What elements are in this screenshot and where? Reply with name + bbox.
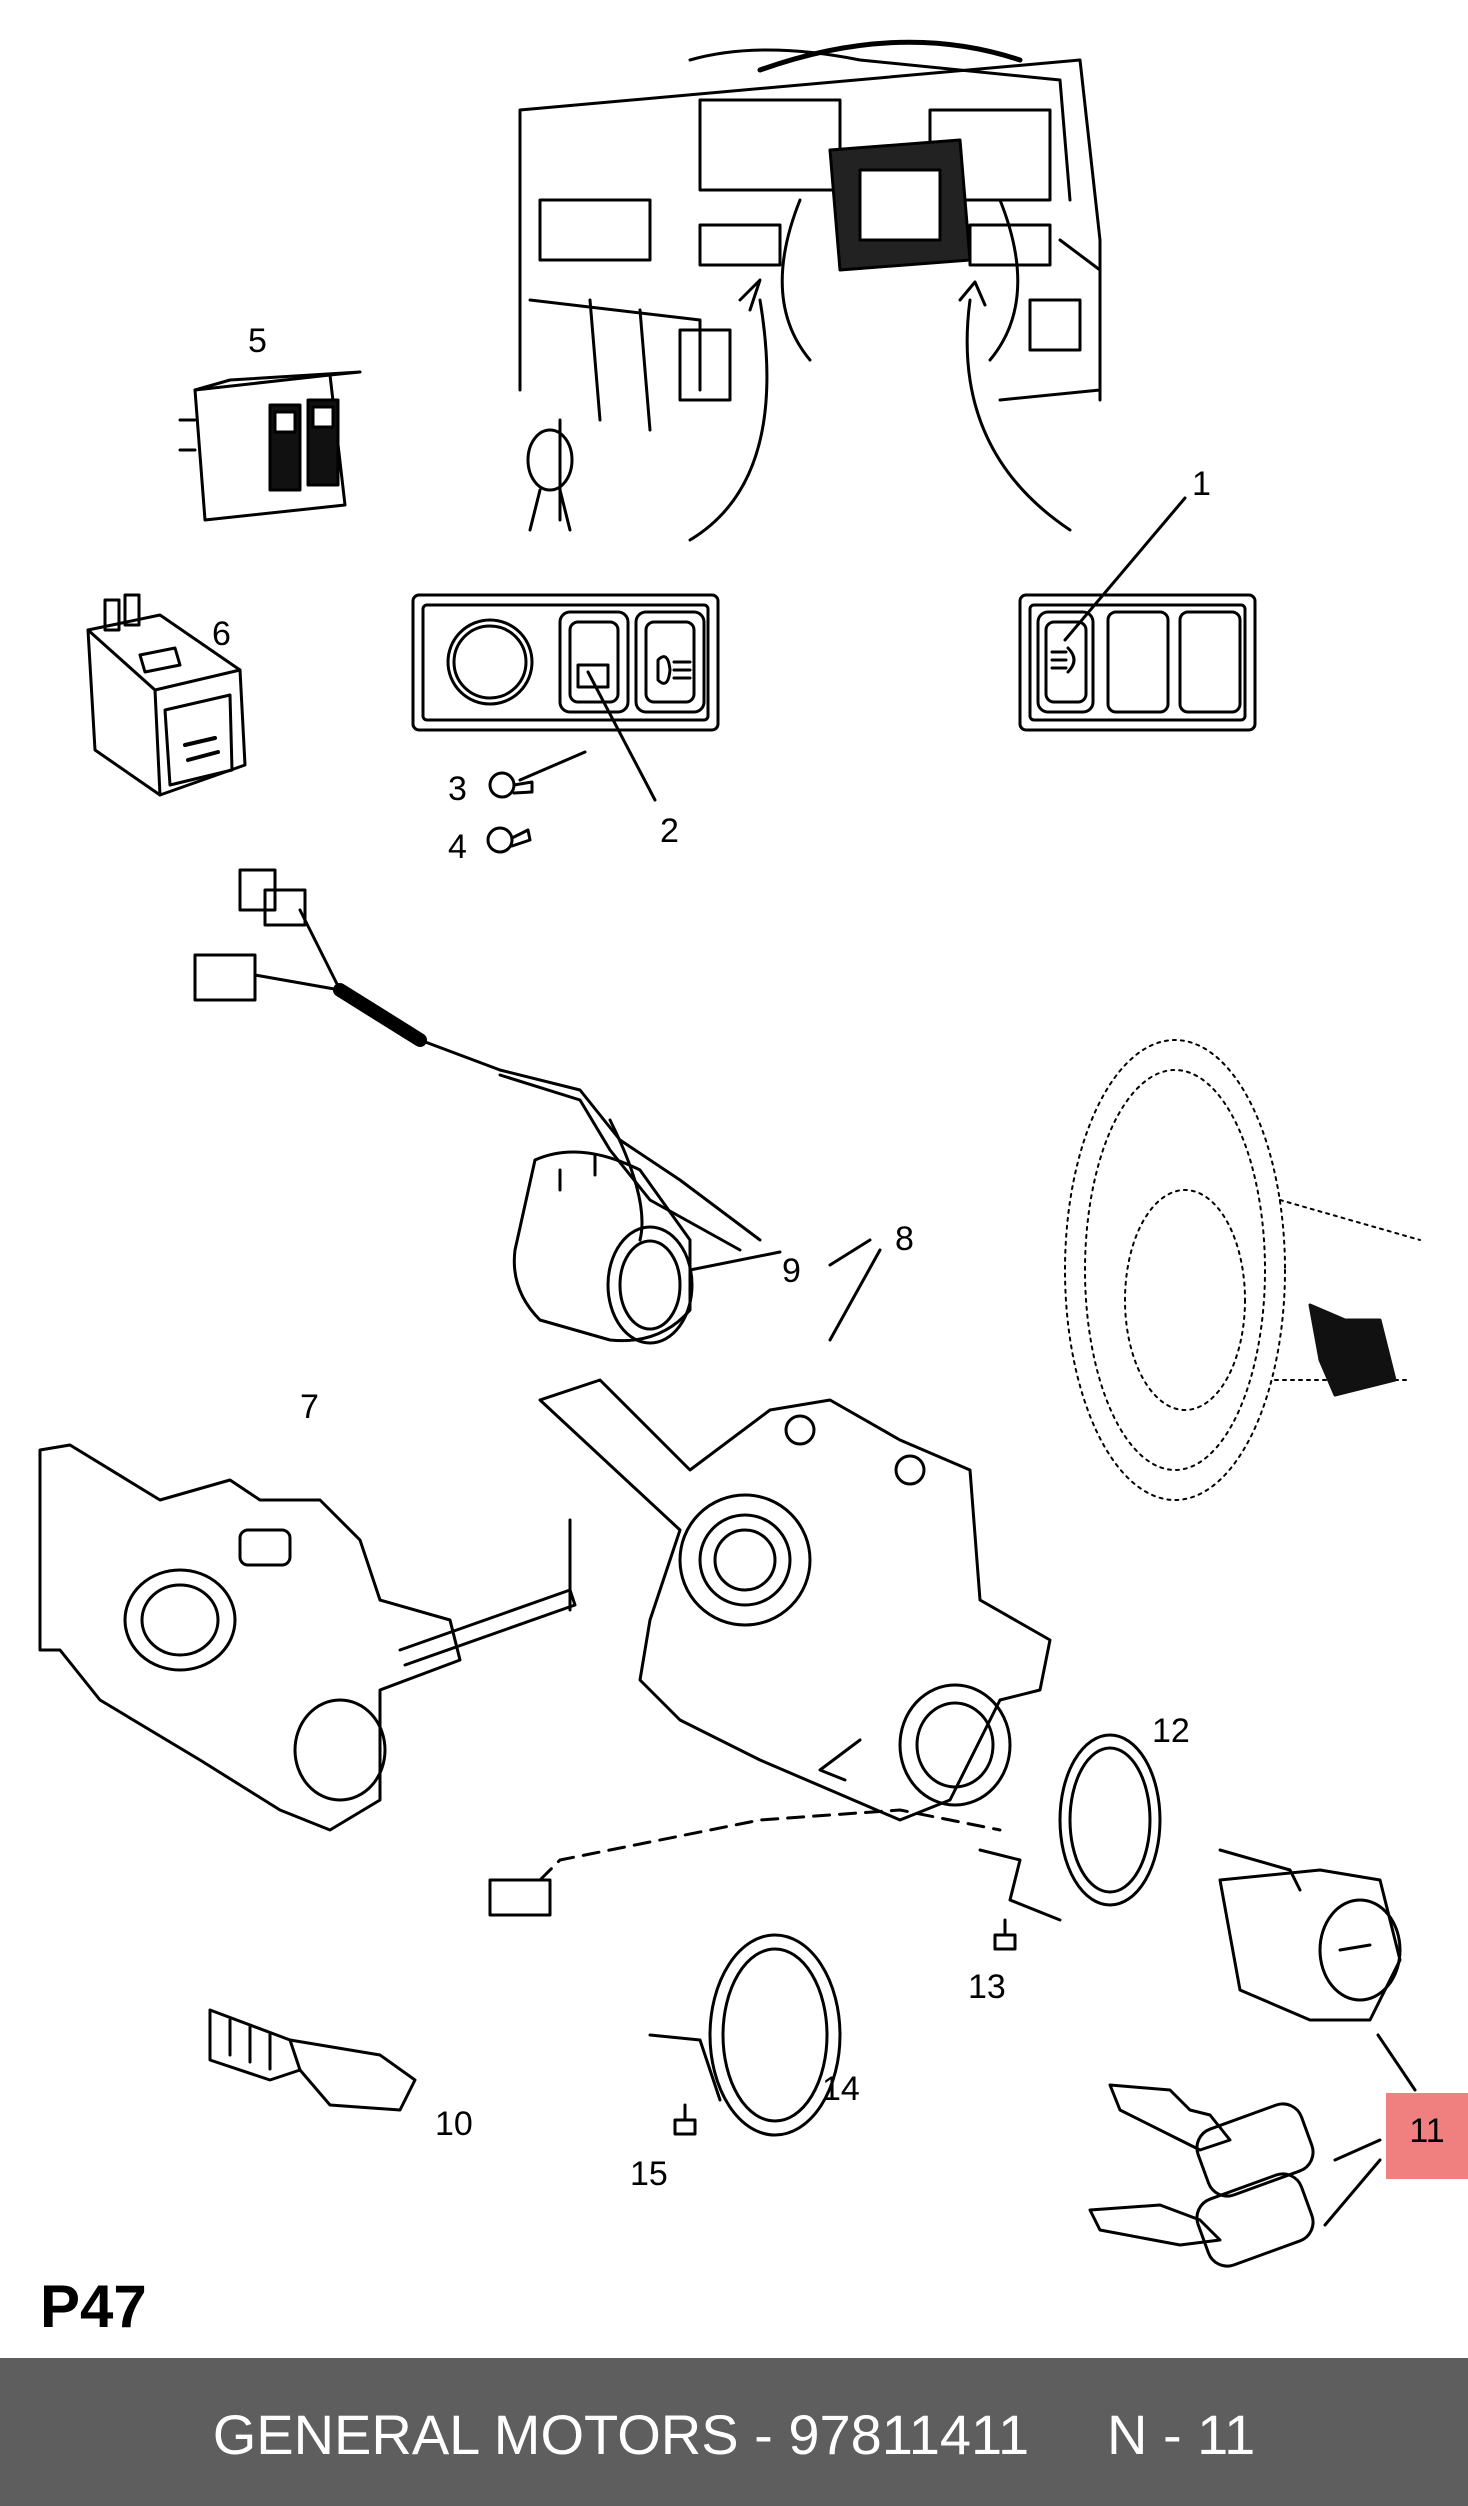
callout-5: 5 [248,322,267,360]
part-4-bulb [488,828,530,852]
part-15-screw [675,2105,695,2134]
callout-10: 10 [435,2105,473,2143]
part-11-keys [1090,2085,1319,2272]
part-3-bulb [490,773,532,797]
part-9-lock-cylinder [514,1152,692,1343]
footer-part-number: GENERAL MOTORS - 97811411 N - 11 [212,2403,1256,2466]
callout-8: 8 [895,1220,914,1258]
callout-13: 13 [968,1968,1006,2006]
callout-7: 7 [300,1388,319,1426]
part-7-housing [40,1445,575,1830]
wiring-harness [195,870,760,1250]
callout-6: 6 [212,615,231,653]
callout-2: 2 [660,812,679,850]
part-6-switch [88,595,245,795]
switch-panel-right [1020,595,1255,730]
footer-bar: GENERAL MOTORS - 97811411 N - 11 [0,2358,1468,2506]
callout-15: 15 [630,2155,668,2193]
callout-4: 4 [448,828,467,866]
sensor-wire [490,1810,1000,1915]
steering-wheel-dotted [1065,1040,1420,1500]
callout-12: 12 [1152,1712,1190,1750]
callout-1: 1 [1192,465,1211,503]
dashboard-illustration [520,42,1100,530]
part-13-screw [995,1920,1015,1949]
part-12-ring [980,1735,1160,1920]
part-14-ring-bracket [650,1935,840,2135]
switch-panel-left [413,595,718,730]
part-8-main-housing [540,1380,1050,1820]
callout-14: 14 [822,2070,860,2108]
part-10-bolt [210,2010,415,2110]
part-5-switch [180,372,360,520]
part-11-lock-barrel [1220,1850,1400,2020]
part-11-highlight [1386,2093,1468,2179]
callout-3: 3 [448,770,467,808]
callout-9: 9 [782,1252,801,1290]
page-code: P47 [40,2273,147,2340]
callout-11: 11 [1409,2112,1445,2150]
